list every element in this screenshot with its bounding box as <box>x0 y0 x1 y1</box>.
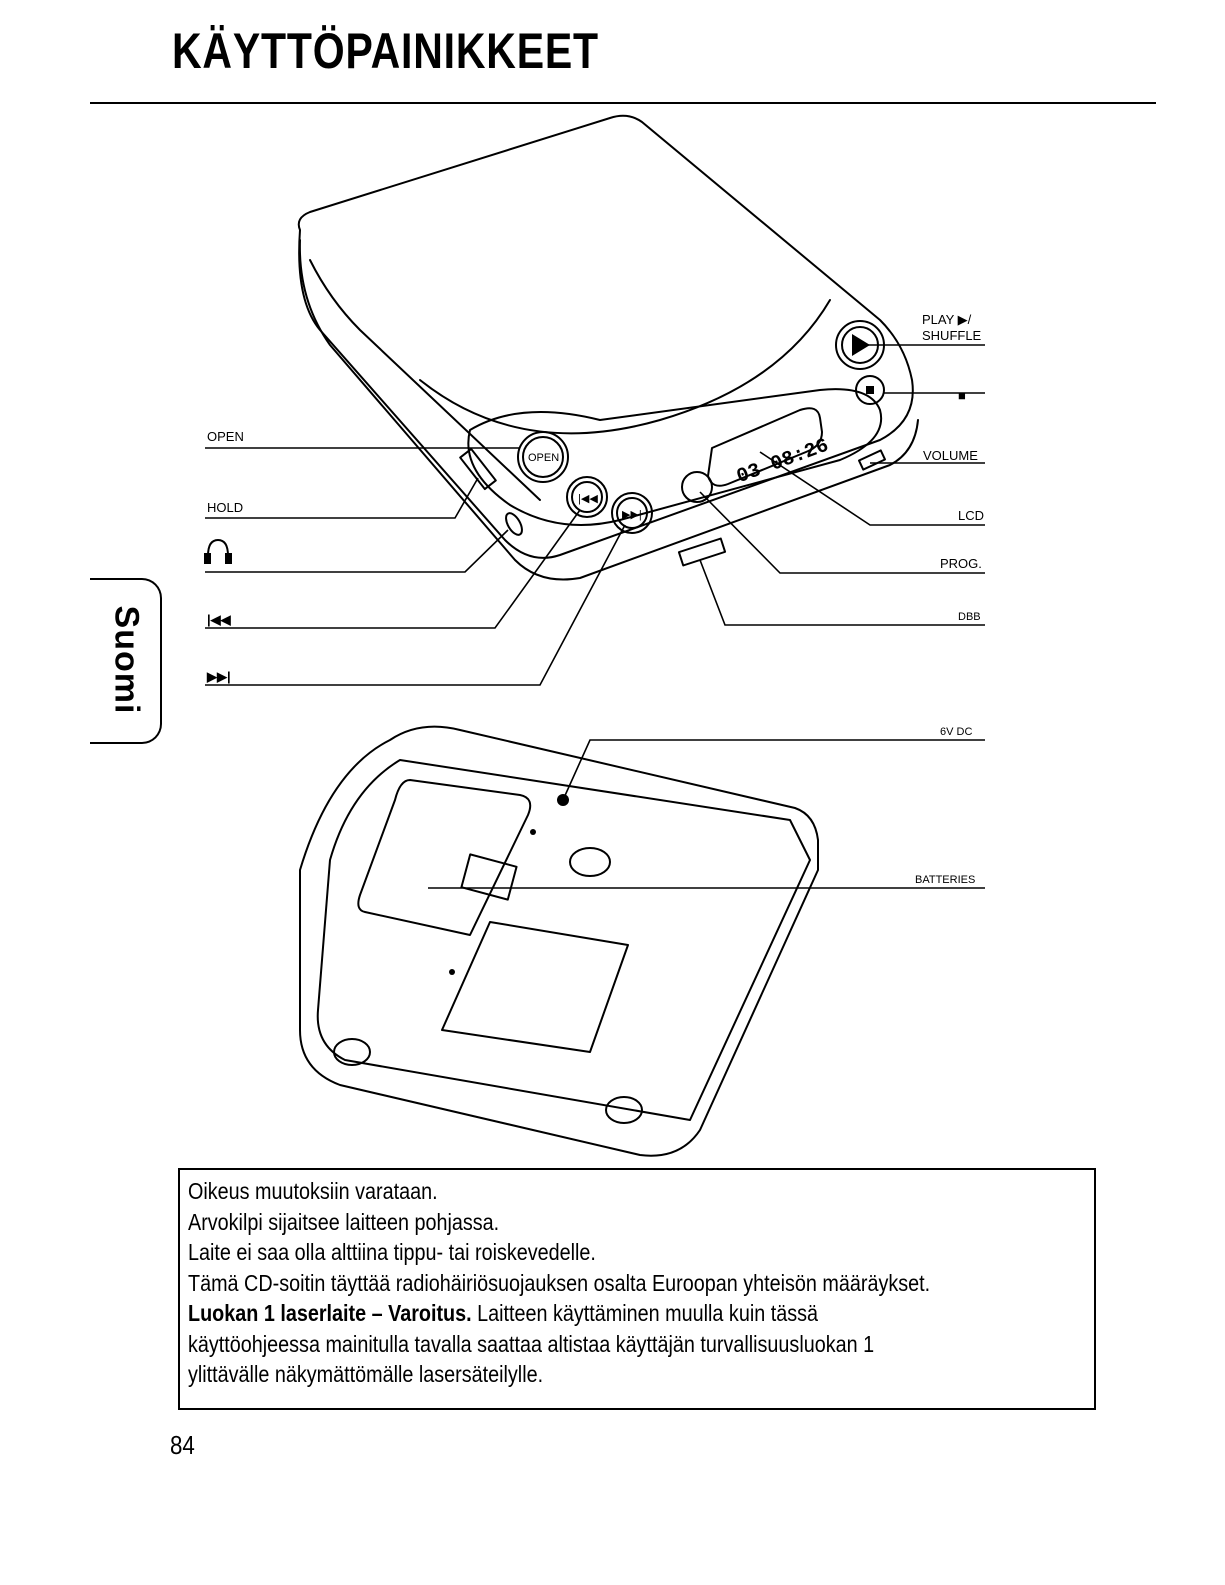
language-tab <box>90 578 162 744</box>
label-prog: PROG. <box>940 556 982 571</box>
label-plate <box>441 921 629 1053</box>
laser-warning: Luokan 1 laserlaite – Varoitus. Laitteen… <box>188 1298 960 1329</box>
label-play: PLAY ▶/ <box>922 312 972 327</box>
title-divider <box>90 102 1156 104</box>
volume-wheel <box>858 449 886 471</box>
headphone-jack <box>505 512 523 536</box>
prev-button <box>566 476 608 518</box>
label-dbb: DBB <box>958 611 981 623</box>
notice-line: Laite ei saa olla alttiina tippu- tai ro… <box>188 1239 596 1265</box>
stop-glyph <box>866 386 874 394</box>
laser-warning-title: Luokan 1 laserlaite – Varoitus. <box>188 1300 472 1326</box>
label-batteries: BATTERIES <box>915 874 975 886</box>
page-title: KÄYTTÖPAINIKKEET <box>172 23 599 79</box>
label-lcd: LCD <box>958 508 984 523</box>
label-shuffle: SHUFFLE <box>922 328 982 343</box>
battery-latch <box>460 853 518 901</box>
stop-button <box>855 375 885 405</box>
hold-switch <box>459 447 497 491</box>
label-dc: 6V DC <box>940 726 972 738</box>
play-glyph <box>852 334 870 356</box>
notice-box: Oikeus muutoksiin varataan. Arvokilpi si… <box>178 1168 1096 1410</box>
label-open: OPEN <box>207 429 244 444</box>
label-stop: ■ <box>958 388 966 403</box>
cd-player-illustration: |◀◀ ▶▶| OPEN 03 08:26 OPEN HOLD |◀◀ ▶▶| … <box>204 114 985 1157</box>
laser-warning-line: käyttöohjeessa mainitulla tavalla saatta… <box>188 1330 875 1357</box>
open-button-text: OPEN <box>528 452 559 464</box>
next-glyph: ▶▶| <box>622 509 642 521</box>
label-next: ▶▶| <box>206 669 231 684</box>
dbb-switch <box>677 537 727 567</box>
prev-glyph: |◀◀ <box>578 493 598 505</box>
notice-line: Arvokilpi sijaitsee laitteen pohjassa. <box>188 1208 500 1235</box>
control-panel <box>467 388 883 526</box>
laser-warning-text: Laitteen käyttäminen muulla kuin tässä <box>471 1300 818 1326</box>
lcd-window <box>707 407 823 487</box>
headphones-icon <box>204 538 232 564</box>
label-volume: VOLUME <box>923 448 978 463</box>
label-hold: HOLD <box>207 500 243 515</box>
open-button <box>517 431 569 483</box>
label-prev: |◀◀ <box>207 612 232 627</box>
laser-warning-line: ylittävälle näkymättömälle lasersäteilyl… <box>188 1361 544 1387</box>
disc-area <box>419 299 831 435</box>
player-bottom <box>299 725 819 1157</box>
prog-button <box>681 471 713 503</box>
player-base <box>298 239 919 581</box>
battery-cover <box>357 779 532 936</box>
next-button <box>611 492 653 534</box>
page-number: 84 <box>170 1430 195 1460</box>
notice-line: Tämä CD-soitin täyttää radiohäiriösuojau… <box>188 1269 931 1296</box>
notice-line: Oikeus muutoksiin varataan. <box>188 1178 438 1204</box>
